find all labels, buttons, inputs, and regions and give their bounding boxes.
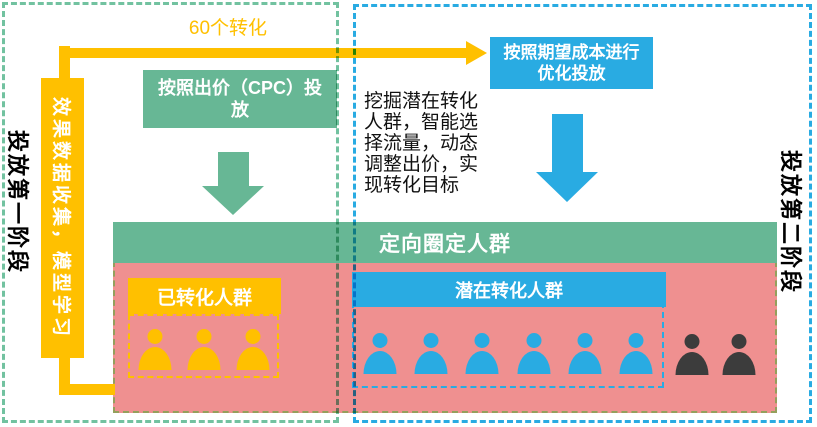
audience-header: 定向圈定人群 — [113, 222, 777, 263]
audience-header-label: 定向圈定人群 — [379, 232, 511, 256]
feedback-arrowhead-icon — [466, 41, 487, 65]
person-icon — [722, 334, 756, 375]
audience-panel: 定向圈定人群 已转化人群 潜在转化人群 — [113, 222, 777, 413]
person-icon — [465, 333, 499, 374]
converted-group-label-text: 已转化人群 — [156, 287, 252, 309]
phase1-down-arrowhead-icon — [202, 186, 264, 215]
feedback-bottom-horizontal-segment — [59, 384, 115, 395]
optimized-delivery-box: 按照期望成本进行优化投放 — [490, 37, 653, 89]
feedback-bottom-vertical-segment — [59, 356, 70, 395]
data-collection-bar-label: 效果数据收集，模型学习 — [50, 96, 71, 339]
feedback-arrow-horizontal-segment — [59, 48, 466, 58]
unselected-persons-group — [675, 334, 756, 375]
optimized-delivery-box-label: 按照期望成本进行优化投放 — [503, 42, 640, 83]
cpc-delivery-box-label: 按照出价（CPC）投放 — [157, 77, 322, 121]
potential-group-label-text: 潜在转化人群 — [455, 280, 563, 301]
phase2-vertical-label: 投放第二阶段 — [778, 149, 803, 294]
data-collection-bar: 效果数据收集，模型学习 — [41, 78, 84, 358]
person-icon — [138, 329, 172, 370]
conversions-count-label: 60个转化 — [188, 18, 268, 39]
person-icon — [363, 333, 397, 374]
phase2-down-arrowhead-icon — [536, 172, 598, 202]
phase1-vertical-label: 投放第一阶段 — [5, 130, 30, 275]
person-icon — [414, 333, 448, 374]
converted-group-label: 已转化人群 — [128, 278, 281, 314]
person-icon — [619, 333, 653, 374]
phase1-down-arrow — [218, 152, 249, 186]
person-icon — [675, 334, 709, 375]
potential-group-label: 潜在转化人群 — [352, 272, 666, 307]
person-icon — [568, 333, 602, 374]
phase2-description: 挖掘潜在转化人群，智能选择流量，动态调整出价，实现转化目标 — [364, 91, 479, 196]
person-icon — [236, 329, 270, 370]
cpc-delivery-box: 按照出价（CPC）投放 — [143, 70, 337, 128]
phase2-down-arrow — [552, 114, 583, 172]
person-icon — [517, 333, 551, 374]
feedback-arrow-top-vertical-segment — [59, 46, 70, 80]
converted-group-dashed-area — [128, 314, 279, 378]
person-icon — [187, 329, 221, 370]
